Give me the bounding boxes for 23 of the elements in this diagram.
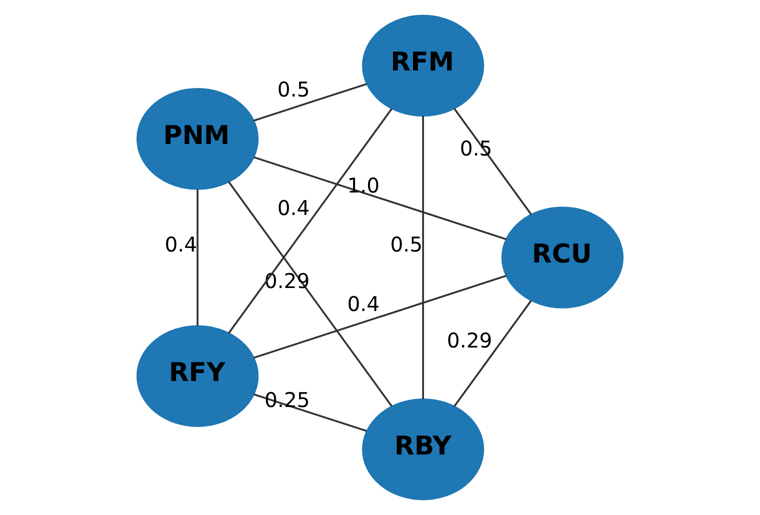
node-ellipse: RBY [362, 398, 484, 500]
connector [454, 300, 532, 407]
connector [422, 116, 424, 400]
edge-label: 0.25 [264, 388, 310, 412]
edge-label: 0.5 [390, 232, 423, 257]
node-ellipse: RCU [501, 206, 624, 308]
edge-label: 0.4 [277, 196, 310, 220]
connector [454, 108, 532, 215]
connector [254, 394, 368, 432]
connector [254, 83, 367, 122]
connector [254, 156, 507, 240]
node-ellipse: PNM [136, 88, 259, 190]
connector [196, 189, 198, 326]
edge-label: 0.5 [277, 77, 310, 102]
edge-label: 0.4 [347, 292, 380, 316]
connector [254, 274, 507, 359]
node-ellipse: RFY [136, 325, 259, 427]
edge-label: 0.4 [164, 232, 198, 257]
node-ellipse: RFM [362, 14, 484, 117]
connector [228, 108, 392, 334]
connector [228, 181, 392, 407]
edge-label: 0.29 [446, 328, 492, 353]
edge-label: 1.0 [347, 173, 380, 198]
